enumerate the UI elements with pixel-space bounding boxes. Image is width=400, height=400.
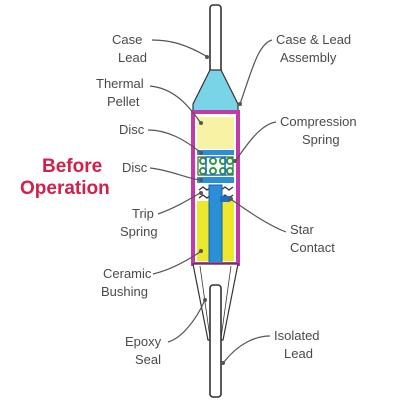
leader-compression-spring [235,121,277,161]
label-star-contact-2: Contact [290,240,335,255]
leader-ceramic-bushing [152,251,201,275]
case-lead-wire [209,4,222,81]
case-lead-crimp [192,69,239,115]
label-trip-spring-1: Trip [132,206,154,221]
label-compression-spring-1: Compression [280,114,357,129]
star-contact [220,196,230,202]
leader-case-lead [151,39,207,57]
label-ceramic-bushing-2: Bushing [101,284,148,299]
label-case-lead-assembly-1: Case & Lead [276,32,351,47]
label-compression-spring-2: Spring [302,132,340,147]
leader-epoxy-seal [167,299,206,343]
compression-spring [197,156,234,176]
label-case-lead-1: Case [112,32,142,47]
label-epoxy-seal-2: Seal [135,352,161,367]
disc-bottom [197,177,234,183]
thermal-pellet [197,117,234,149]
disc-top [197,150,234,155]
leader-isolated-lead [223,335,271,363]
label-disc-top: Disc [119,122,145,137]
label-trip-spring-2: Spring [120,224,158,239]
label-disc-bottom: Disc [122,160,148,175]
leader-thermal-pellet [149,85,201,123]
label-thermal-pellet-2: Pellet [107,94,140,109]
label-star-contact-1: Star [290,222,315,237]
label-isolated-lead-2: Lead [284,346,313,361]
title-line-before: Before [42,156,102,177]
label-epoxy-seal-1: Epoxy [125,334,162,349]
label-ceramic-bushing-1: Ceramic [103,266,152,281]
leader-disc-top [147,129,201,153]
trip-spring [198,186,234,199]
label-case-lead-assembly-2: Assembly [280,50,337,65]
leader-trip-spring [157,192,201,215]
isolated-lead-wire [209,284,222,398]
label-isolated-lead-1: Isolated [274,328,320,343]
label-case-lead-2: Lead [118,50,147,65]
leader-star-contact [231,199,287,233]
title-line-operation: Operation [20,178,110,199]
label-thermal-pellet-1: Thermal [96,76,144,91]
leader-disc-bottom [149,167,201,181]
leader-case-lead-assembly [239,39,273,105]
